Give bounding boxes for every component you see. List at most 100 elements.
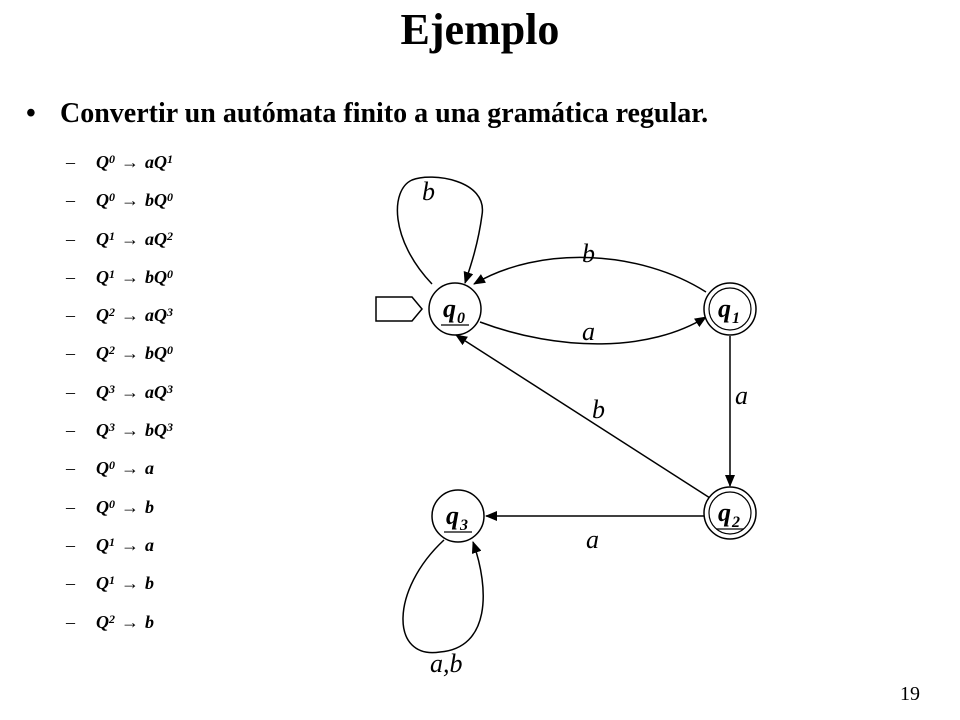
arrow-icon: → <box>121 305 139 326</box>
rule-rhs: a <box>145 534 154 555</box>
rule-lhs-subscript: 1 <box>109 573 115 588</box>
rule-lhs-subscript: 2 <box>109 305 115 320</box>
rule-lhs: Q <box>96 534 109 555</box>
rule-dash: – <box>66 190 75 211</box>
rule-rhs: aQ <box>145 228 167 249</box>
transition-label-q1-q0: b <box>582 239 595 268</box>
rule-dash: – <box>66 611 75 632</box>
state-subscript: 0 <box>457 310 465 327</box>
arrow-icon: → <box>121 190 139 211</box>
rule-dash: – <box>66 573 75 594</box>
rule-lhs-subscript: 1 <box>109 266 115 281</box>
transition-q2-q0 <box>455 334 711 499</box>
arrow-icon: → <box>121 573 139 594</box>
rule-rhs: bQ <box>145 343 167 364</box>
rule-lhs: Q <box>96 573 109 594</box>
rule-rhs-subscript: 3 <box>167 420 173 435</box>
rule-rhs-subscript: 0 <box>167 343 173 358</box>
bullet-dot: • <box>26 98 36 129</box>
rule-dash: – <box>66 420 75 441</box>
rule-lhs-subscript: 3 <box>109 381 115 396</box>
rule-lhs: Q <box>96 305 109 326</box>
transition-label-q2-q3: a <box>586 525 599 554</box>
rule-lhs-subscript: 0 <box>109 152 115 166</box>
transition-label-q3-q3: a,b <box>430 649 463 678</box>
arrow-icon: → <box>121 420 139 441</box>
arrow-icon: → <box>121 228 139 249</box>
accepting-ring <box>708 287 752 331</box>
rule-rhs: bQ <box>145 190 167 211</box>
bullet-text: Convertir un autómata finito a una gramá… <box>60 98 709 129</box>
rule-lhs-subscript: 0 <box>109 190 115 205</box>
rule-lhs: Q <box>96 190 109 211</box>
rule-lhs: Q <box>96 343 109 364</box>
transition-q1-q0 <box>473 256 707 293</box>
initial-state-arrow <box>375 296 423 322</box>
rule-dash: – <box>66 381 75 402</box>
rule-dash: – <box>66 458 75 479</box>
bullet-point: • Convertir un autómata finito a una gram… <box>26 98 708 130</box>
arrow-icon: → <box>121 496 139 517</box>
rule-lhs-subscript: 2 <box>109 611 115 626</box>
rule-lhs: Q <box>96 420 109 441</box>
rule-rhs-subscript: 0 <box>167 266 173 281</box>
rule-dash: – <box>66 305 75 326</box>
arrow-icon: → <box>121 381 139 402</box>
rule-lhs: Q <box>96 496 109 517</box>
arrow-icon: → <box>121 534 139 555</box>
rule-rhs: aQ <box>145 152 167 172</box>
state-circle <box>431 489 485 543</box>
rule-dash: – <box>66 228 75 249</box>
rule-lhs-subscript: 0 <box>109 458 115 473</box>
rule-lhs: Q <box>96 152 109 172</box>
accepting-ring <box>708 491 752 535</box>
rule-lhs: Q <box>96 458 109 479</box>
rule-dash: – <box>66 152 75 172</box>
arrow-icon: → <box>121 152 139 172</box>
rule-rhs-subscript: 2 <box>167 228 173 243</box>
rule-lhs-subscript: 1 <box>109 534 115 549</box>
state-label: q <box>443 294 456 323</box>
rule-lhs: Q <box>96 381 109 402</box>
page-number: 19 <box>900 683 920 705</box>
rule-lhs-subscript: 2 <box>109 343 115 358</box>
arrow-icon: → <box>121 343 139 364</box>
rule-dash: – <box>66 343 75 364</box>
state-circle <box>703 486 757 540</box>
slide-title: Ejemplo <box>400 5 560 54</box>
rule-lhs: Q <box>96 266 109 287</box>
transition-label-q0-q0: b <box>422 177 435 206</box>
state-circle <box>703 282 757 336</box>
transition-label-q2-q0: b <box>592 395 605 424</box>
rule-dash: – <box>66 496 75 517</box>
state-subscript: 2 <box>731 514 740 531</box>
rule-rhs: aQ <box>145 381 167 402</box>
state-subscript: 1 <box>732 310 740 327</box>
rule-rhs-subscript: 3 <box>167 305 173 320</box>
rule-rhs: aQ <box>145 305 167 326</box>
rule-rhs: bQ <box>145 266 167 287</box>
state-subscript: 3 <box>459 517 468 534</box>
arrow-icon: → <box>121 611 139 632</box>
rule-lhs-subscript: 0 <box>109 496 115 511</box>
rule-rhs: a <box>145 458 154 479</box>
rule-lhs-subscript: 3 <box>109 420 115 435</box>
state-label: q <box>446 501 459 530</box>
state-label: q <box>718 498 731 527</box>
arrow-icon: → <box>121 458 139 479</box>
rule-rhs-subscript: 1 <box>167 152 173 166</box>
rule-rhs: b <box>145 573 154 594</box>
